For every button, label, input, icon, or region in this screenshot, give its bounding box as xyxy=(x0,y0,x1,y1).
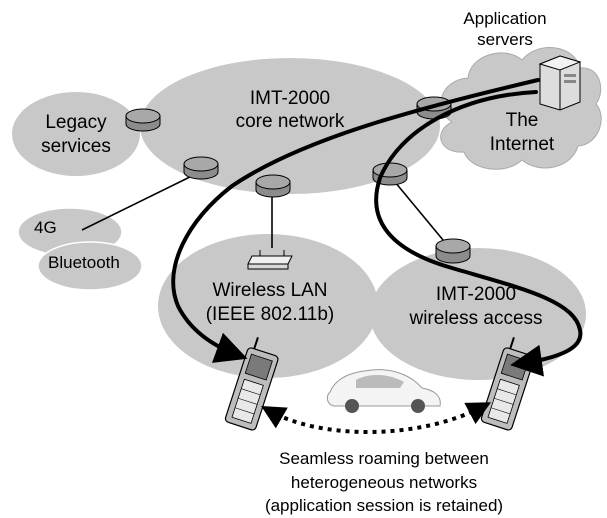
caption-line2: heterogeneous networks xyxy=(291,473,477,492)
legacy-services-ellipse xyxy=(12,92,140,176)
session-path-wlan xyxy=(171,78,540,363)
wlan-label-line2: (IEEE 802.11b) xyxy=(206,304,335,325)
internet-label-line2: Internet xyxy=(490,134,555,155)
link-core-4g xyxy=(81,171,201,231)
link-core-imt-access xyxy=(389,175,449,247)
imt-access-label-line2: wireless access xyxy=(408,308,542,329)
server-icon xyxy=(538,55,582,111)
caption-line3: (application session is retained) xyxy=(265,496,503,515)
bluetooth-label: Bluetooth xyxy=(48,253,120,272)
car-icon xyxy=(326,369,441,413)
session-path-imt xyxy=(374,90,583,377)
wlan-label-line1: Wireless LAN xyxy=(212,280,327,301)
core-label-line2: core network xyxy=(236,111,345,132)
internet-label-line1: The xyxy=(506,110,539,131)
mobile-phone-left-icon xyxy=(224,337,279,431)
core-label-line1: IMT-2000 xyxy=(250,88,330,109)
router-legacy xyxy=(125,108,161,132)
router-core-center xyxy=(255,174,291,198)
roaming-dotted-arrow xyxy=(261,402,492,434)
app-servers-label-line2: servers xyxy=(477,30,533,49)
router-core-left xyxy=(183,156,219,180)
legacy-label-line1: Legacy xyxy=(45,112,107,133)
access-point-icon xyxy=(247,250,293,270)
router-imt-access xyxy=(435,238,471,264)
caption-line1: Seamless roaming between xyxy=(279,449,489,468)
legacy-label-line2: services xyxy=(41,136,111,157)
4g-label: 4G xyxy=(34,218,57,237)
bluetooth-ellipse xyxy=(37,241,143,291)
app-servers-label-line1: Application xyxy=(463,9,546,28)
imt-access-label-line1: IMT-2000 xyxy=(436,284,516,305)
session-paths xyxy=(171,78,583,377)
